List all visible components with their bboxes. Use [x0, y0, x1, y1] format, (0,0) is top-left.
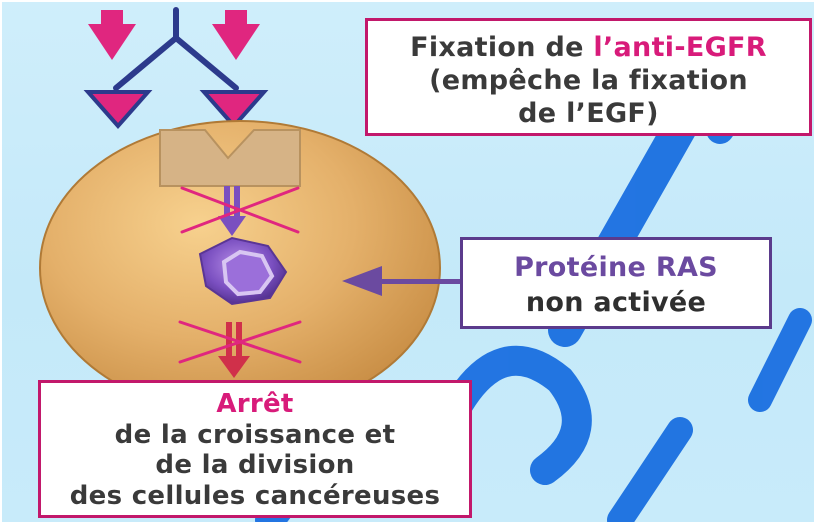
outer-frame	[0, 0, 816, 524]
